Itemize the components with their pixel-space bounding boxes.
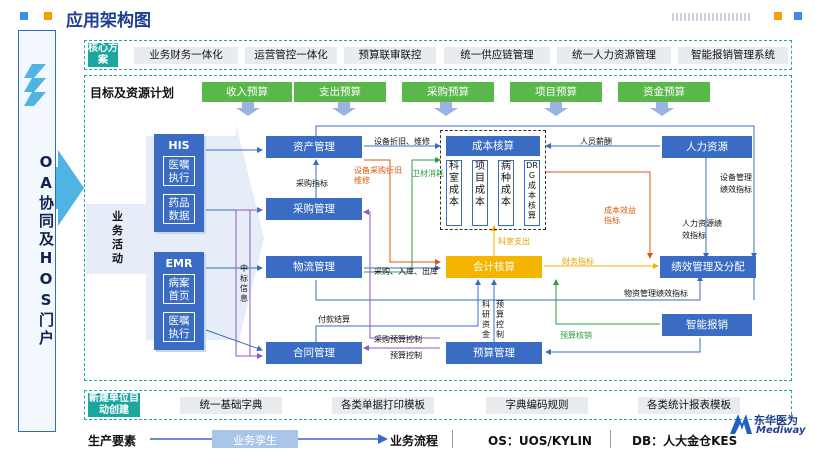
flow-label: 人力资源绩效指标 — [682, 219, 722, 240]
core-item: 预算联审联控 — [344, 47, 436, 64]
core-solution-panel — [84, 40, 792, 70]
flow-label: 成本效益指标 — [604, 206, 636, 225]
module-budget: 预算管理 — [446, 342, 542, 364]
deco-square-blue — [20, 12, 28, 20]
mediway-logo-icon — [730, 414, 752, 434]
core-item: 运营管控一体化 — [245, 47, 337, 64]
flow-label: 预算控制 — [496, 300, 504, 339]
budget-project: 项目预算 — [510, 82, 602, 102]
business-arrow-bg — [86, 124, 264, 352]
module-asset: 资产管理 — [266, 136, 362, 158]
deco-square-orange-right — [774, 12, 782, 20]
flow-label: 设备采购折旧维修 — [354, 166, 402, 185]
his-title: HIS — [168, 139, 190, 152]
core-solution-label: 核心方案 — [88, 43, 118, 67]
logo-cn: 东华医为 — [754, 414, 798, 427]
his-panel — [154, 134, 204, 232]
module-hr: 人力资源 — [662, 136, 752, 158]
page-title: 应用架构图 — [66, 11, 151, 31]
module-cost: 成本核算 — [446, 136, 540, 156]
flow-label: 财务指标 — [562, 257, 594, 266]
plan-label: 目标及资源计划 — [90, 86, 175, 100]
twin-label: 业务孪生 — [233, 434, 277, 447]
os-label: OS：UOS/KYLIN — [488, 434, 592, 448]
flow-label: 采购、入库、出库 — [374, 267, 438, 276]
emr-title: EMR — [165, 257, 193, 270]
divider — [610, 430, 611, 448]
module-reimburse: 智能报销 — [662, 314, 752, 336]
budget-expense: 支出预算 — [294, 82, 386, 102]
flow-label: 中标信息 — [240, 264, 248, 303]
flow-label: 采购指标 — [296, 179, 328, 188]
budget-fund: 资金预算 — [618, 82, 710, 102]
flow-label: 物资管理绩效指标 — [624, 289, 688, 298]
flow-label: 科研资金 — [482, 300, 490, 339]
deco-stripes — [672, 13, 752, 21]
main-panel — [84, 75, 792, 381]
divider — [452, 430, 453, 448]
module-accounting: 会计核算 — [446, 256, 542, 278]
core-item: 业务财务一体化 — [134, 47, 238, 64]
flow-label: 设备折旧、维修 — [374, 137, 430, 146]
budget-income: 收入预算 — [202, 82, 292, 102]
core-item: 统一供应链管理 — [444, 47, 550, 64]
flow-label: 科室支出 — [498, 237, 530, 246]
cost-item: 项目成本 — [472, 160, 488, 226]
emr-panel — [154, 252, 204, 350]
budget-purchase: 采购预算 — [402, 82, 494, 102]
cost-group — [440, 130, 546, 230]
portal-arrow-icon — [58, 150, 84, 226]
deco-square-orange — [44, 12, 52, 20]
new-unit-item: 各类统计报表模板 — [638, 397, 740, 414]
db-label: DB：人大金仓KES — [632, 434, 738, 448]
new-unit-label: 新建单位自动创建 — [88, 393, 140, 417]
flow-label: 人员薪酬 — [580, 137, 612, 146]
module-purchase: 采购管理 — [266, 198, 362, 220]
portal-label: OA协同及HOS门户 — [37, 152, 55, 348]
process-label: 业务流程 — [390, 434, 439, 448]
new-unit-item: 统一基础字典 — [180, 397, 282, 414]
emr-item: 医嘱执行 — [163, 312, 195, 342]
core-item: 统一人力资源管理 — [557, 47, 671, 64]
chevron-stack-icon — [24, 64, 46, 106]
emr-item: 病案首页 — [163, 274, 195, 304]
flow-label: 付款结算 — [318, 315, 350, 324]
twin-arrow — [150, 430, 388, 448]
his-item: 医嘱执行 — [163, 156, 195, 186]
flow-label: 设备管理绩效指标 — [720, 173, 752, 194]
flow-label: 卫材消耗 — [412, 169, 444, 178]
module-performance: 绩效管理及分配 — [660, 256, 756, 278]
core-item: 智能报销管理系统 — [678, 47, 788, 64]
flow-label: 预算控制 — [390, 351, 422, 360]
logo-en: Mediway — [756, 425, 806, 436]
flow-label: 预算核销 — [560, 331, 592, 340]
cost-item: 病种成本 — [498, 160, 514, 226]
production-label: 生产要素 — [88, 434, 137, 448]
his-item: 药品数据 — [163, 194, 195, 224]
deco-square-blue-right — [794, 12, 802, 20]
business-label: 业务活动 — [112, 210, 123, 265]
module-logistics: 物流管理 — [266, 256, 362, 278]
new-unit-item: 字典编码规则 — [486, 397, 588, 414]
cost-item: 科室成本 — [446, 160, 462, 226]
module-contract: 合同管理 — [266, 342, 362, 364]
new-unit-panel — [84, 390, 792, 420]
budget-down-arrows — [236, 102, 674, 116]
flow-label: 采购预算控制 — [374, 335, 422, 344]
cost-item: DRG成本核算 — [524, 160, 540, 226]
new-unit-item: 各类单据打印模板 — [332, 397, 434, 414]
